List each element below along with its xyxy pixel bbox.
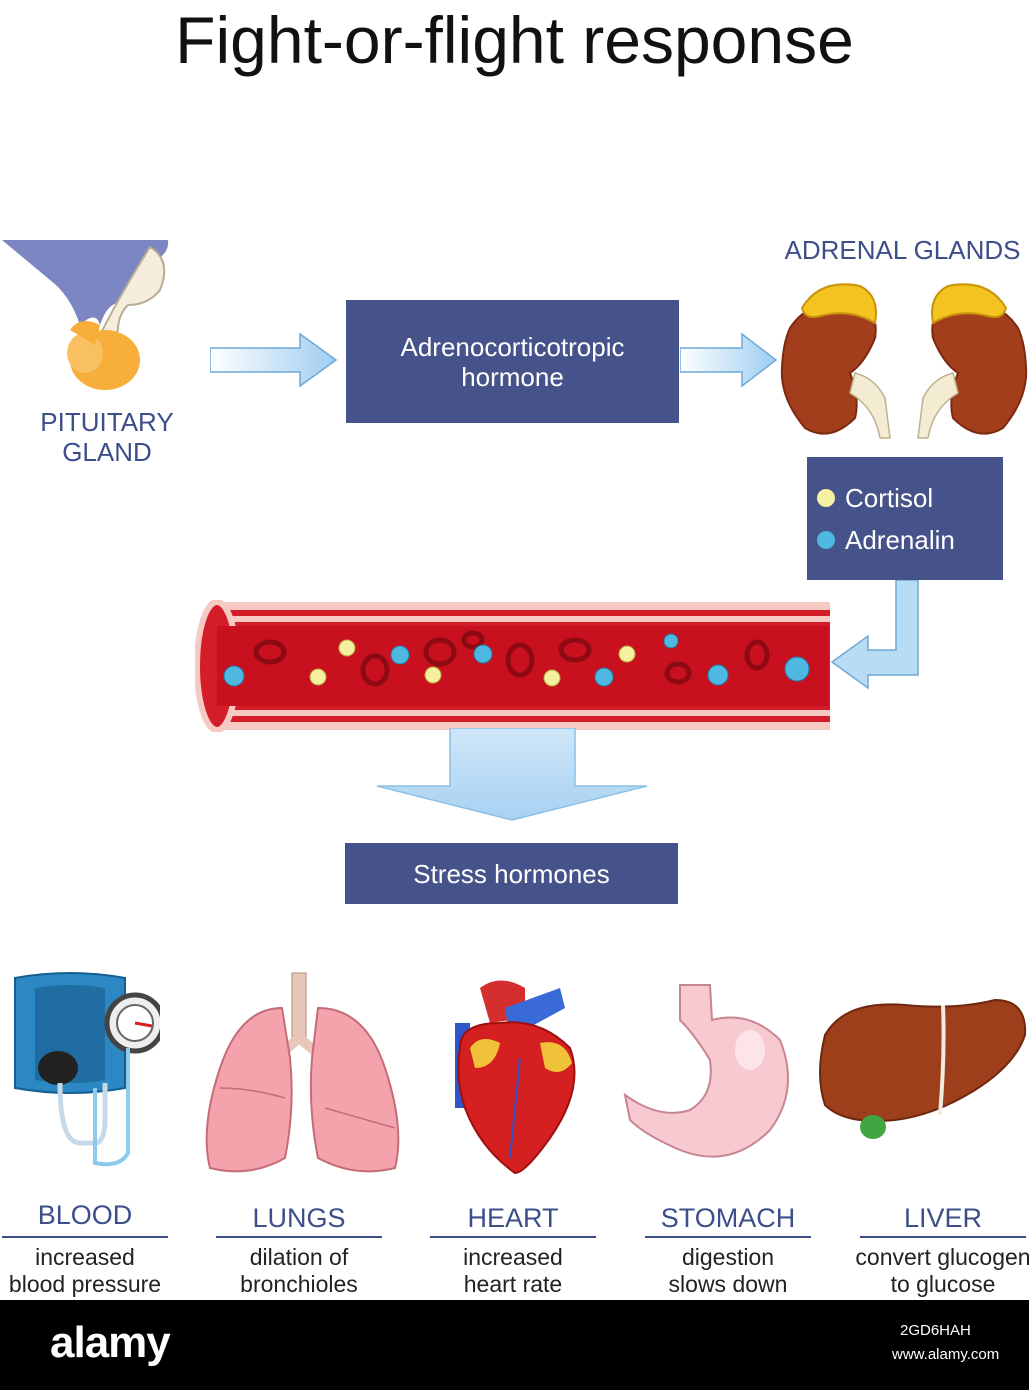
column-title-lungs: LUNGS [252,1203,346,1233]
column-title-stomach: STOMACH [660,1203,796,1233]
arrow-left-elbow-icon [830,580,919,690]
arrow-right-icon [210,332,338,388]
adrenalin-dot-icon [817,530,835,549]
acth-box: Adrenocorticotropic hormone [346,300,679,423]
hormone-legend: Cortisol Adrenalin [807,457,1003,580]
blood-vessel-icon [195,600,830,732]
column-divider [860,1236,1026,1238]
stomach-icon [623,984,789,1158]
column-title-heart: HEART [467,1203,559,1233]
watermark-footer [0,1300,1029,1390]
image-id: 2GD6HAH [900,1322,971,1339]
column-divider [645,1236,811,1238]
pituitary-label: PITUITARY GLAND [40,407,174,467]
heart-icon [455,980,576,1175]
pituitary-gland-icon [2,240,169,390]
column-title-liver: LIVER [903,1203,983,1233]
column-divider [2,1236,168,1238]
footer-url: www.alamy.com [892,1346,1000,1363]
blood-pressure-monitor-icon [14,972,160,1167]
column-divider [216,1236,382,1238]
stress-hormones-box: Stress hormones [345,843,678,904]
kidneys-icon [780,283,1028,439]
alamy-logo: alamy [50,1318,171,1367]
legend-item-cortisol: Cortisol [817,483,955,513]
adrenal-label: ADRENAL GLANDS [784,235,1021,265]
arrow-down-icon [376,728,648,821]
column-title-blood: BLOOD [37,1200,133,1230]
column-divider [430,1236,596,1238]
liver-icon [819,998,1027,1139]
legend-item-adrenalin: Adrenalin [817,525,955,555]
arrow-right-icon [680,332,778,388]
cortisol-dot-icon [817,488,835,507]
lungs-icon [205,972,400,1173]
page-title: Fight-or-flight response [175,3,854,77]
